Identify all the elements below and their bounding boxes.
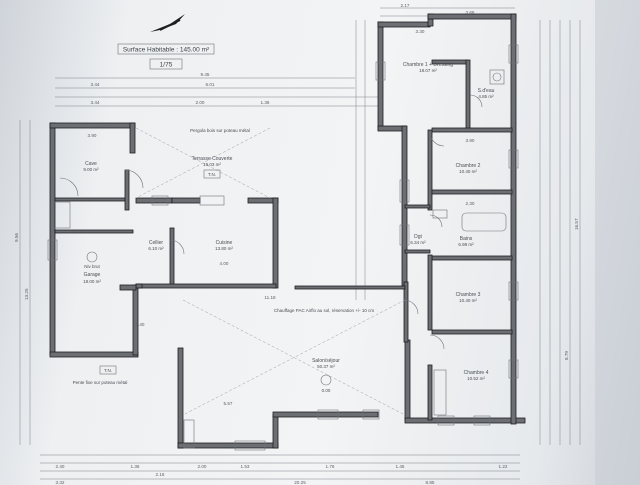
room-chambre3-name: Chambre 3 [456, 292, 481, 298]
room-cellier-name: Cellier [149, 240, 164, 246]
dim-right-top-a: 2.17 [401, 3, 410, 8]
windows [47, 44, 519, 451]
sejour-note: Chauffage PAC Airflo au sol, réservation… [274, 308, 375, 313]
dim-bottom-d: 2.00 [198, 464, 207, 469]
garage-level: Niv brut [84, 264, 100, 269]
room-terrasse-name: Terrasse Couverte [192, 156, 233, 162]
dim-bottom-c: 2.15 [156, 472, 165, 477]
dim-right-a: 16.57 [574, 218, 579, 230]
room-chambre1-area: 18.07 m² [419, 68, 437, 73]
room-garage-area: 18.00 m² [83, 279, 101, 284]
dim-top-b: 6.01 [206, 82, 215, 87]
room-sdeau-name: S.d'eau [478, 88, 495, 94]
dim-left-b: 13.25 [24, 288, 29, 300]
scale-label: 1/75 [160, 62, 173, 69]
room-chambre1-name: Chambre 1 + Dressing [403, 62, 453, 68]
room-cuisine-name: Cuisine [216, 240, 233, 246]
dim-bottom-b: 1.36 [131, 464, 140, 469]
dim-top-e: 1.36 [261, 100, 270, 105]
room-bains-name: Bains [460, 236, 473, 242]
fixtures [51, 69, 507, 416]
dim-top-total: 9.45 [201, 72, 210, 77]
sejour-level-icon [320, 374, 332, 386]
dim-c2-w: 3.90 [466, 138, 475, 143]
room-cellier-area: 6.10 m² [148, 246, 164, 251]
dim-bottom-h: 1.22 [499, 464, 508, 469]
room-sejour-area: 50.37 m² [317, 364, 335, 369]
north-arrow-icon [150, 14, 185, 32]
room-cave-name: Cave [85, 161, 97, 167]
walls [49, 13, 526, 449]
dim-left-a: 9.56 [14, 233, 19, 242]
surface-label: Surface Habitable : 145.00 m² [123, 47, 210, 54]
room-dgt-name: Dgt [414, 234, 422, 240]
dim-bains-w: 2.30 [466, 201, 475, 206]
dim-garage-h: 3.40 [136, 322, 145, 327]
room-terrasse-area: 19.03 m² [203, 162, 221, 167]
tn-label-2: T.N. [104, 368, 112, 373]
room-chambre2-area: 10.40 m² [459, 169, 477, 174]
dim-cuisine-w: 4.00 [220, 261, 229, 266]
dim-c1-w: 3.30 [416, 29, 425, 34]
room-cave-area: 9.00 m² [83, 167, 99, 172]
room-labels: Cave 9.00 m² Terrasse Couverte 19.03 m² … [73, 62, 495, 393]
dim-bottom-i: 8.85 [426, 480, 435, 485]
doors [59, 94, 483, 350]
room-sejour-name: Salon/séjour [312, 358, 340, 364]
dim-bottom-a: 2.40 [56, 464, 65, 469]
dim-bottom-f: 1.76 [326, 464, 335, 469]
dim-bottom-total: 20.25 [294, 480, 306, 485]
dim-sejour-w: 5.57 [224, 401, 233, 406]
dim-right-top-b: 3.68 [466, 10, 475, 15]
room-cuisine-area: 13.80 m² [215, 246, 233, 251]
room-bains-area: 6.98 m² [458, 242, 474, 247]
pergola-top-note: Pergola bois sur poteau métal [190, 128, 250, 133]
dimension-lines [19, 7, 581, 480]
room-garage-name: Garage [84, 272, 101, 278]
surface-box [117, 43, 215, 55]
terrace-hatch [135, 127, 406, 416]
dim-top-d: 2.00 [196, 100, 205, 105]
room-dgt-area: 6.34 m² [410, 240, 426, 245]
garage-level-icon [86, 251, 98, 263]
room-chambre2-name: Chambre 2 [456, 163, 481, 169]
dim-top-c: 3.44 [91, 100, 100, 105]
pergola-bottom-note: Pente fixe sur poteau métal [73, 380, 128, 385]
dim-bottom-j: 3.32 [56, 480, 65, 485]
dim-bottom-e: 1.53 [241, 464, 250, 469]
dim-garage-w: 3.90 [88, 133, 97, 138]
dim-sejour-w2: 11.18 [264, 295, 276, 300]
dim-bottom-g: 1.45 [396, 464, 405, 469]
dim-right-b: 8.79 [564, 351, 569, 360]
room-chambre3-area: 10.40 m² [459, 298, 477, 303]
page-fold [595, 0, 640, 485]
room-chambre4-area: 10.52 m² [467, 376, 485, 381]
room-sdeau-area: 4.85 m² [478, 94, 494, 99]
scale-box [149, 58, 183, 70]
dim-top-a: 3.44 [91, 82, 100, 87]
dimension-texts: 9.45 3.44 6.01 3.44 2.00 1.36 2.17 3.68 … [14, 3, 579, 485]
room-chambre4-name: Chambre 4 [464, 370, 489, 376]
tn-label-1: T.N. [208, 172, 216, 177]
sejour-level: 0.00 [322, 388, 331, 393]
